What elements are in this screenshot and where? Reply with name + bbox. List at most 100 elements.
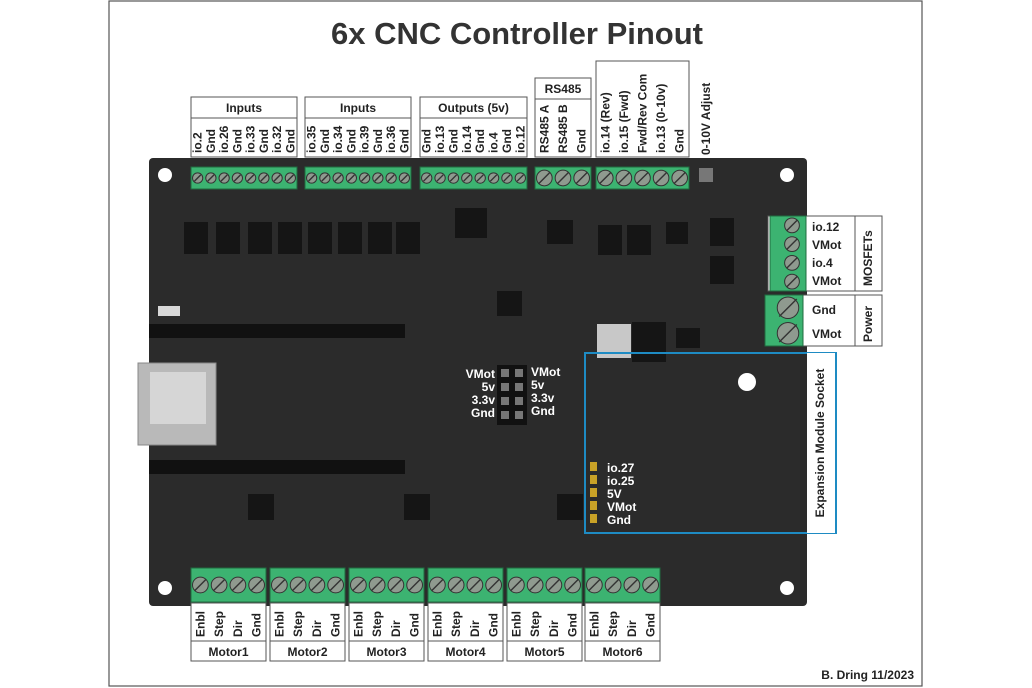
pin-label: Gnd (575, 129, 589, 153)
terminal-screw[interactable] (784, 217, 800, 234)
terminal-screw[interactable] (245, 172, 257, 184)
terminal-screw[interactable] (289, 576, 307, 594)
terminal-screw[interactable] (421, 172, 433, 184)
terminal-screw[interactable] (372, 172, 384, 184)
terminal-screw[interactable] (319, 172, 331, 184)
terminal-screw[interactable] (434, 172, 446, 184)
terminal-screw[interactable] (526, 576, 544, 594)
connector-group-title: Inputs (226, 101, 262, 115)
terminal-screw[interactable] (205, 172, 217, 184)
ic-chip (666, 222, 688, 244)
motor-pin-label: Step (212, 611, 226, 637)
mosfet-chip (710, 256, 734, 284)
terminal-screw[interactable] (306, 172, 318, 184)
terminal-screw[interactable] (447, 172, 460, 184)
terminal-screw[interactable] (487, 172, 500, 184)
terminal-screw[interactable] (586, 576, 603, 594)
terminal-screw[interactable] (784, 255, 800, 271)
terminal-screw[interactable] (652, 169, 670, 187)
terminal-screw[interactable] (429, 576, 446, 594)
terminal-screw[interactable] (623, 576, 641, 594)
motor-pin-label: Gnd (487, 613, 501, 637)
mount-hole (780, 581, 794, 595)
led (158, 306, 180, 316)
terminal-screw[interactable] (229, 576, 247, 594)
terminal-screw[interactable] (776, 296, 800, 319)
driver-chip (557, 494, 583, 520)
pin-label: io.14 (460, 125, 474, 153)
terminal-screw[interactable] (350, 576, 367, 594)
terminal-screw[interactable] (192, 172, 204, 184)
terminal-screw[interactable] (284, 172, 296, 184)
terminal-screw[interactable] (466, 576, 484, 594)
terminal-screw[interactable] (308, 576, 326, 594)
terminal-screw[interactable] (545, 576, 563, 594)
terminal-screw[interactable] (485, 576, 502, 594)
mount-hole (780, 168, 794, 182)
terminal-screw[interactable] (501, 172, 513, 184)
motor-pin-label: Dir (547, 620, 561, 637)
terminal-screw[interactable] (604, 576, 622, 594)
terminal-screw[interactable] (642, 576, 659, 594)
expansion-pin-label: Gnd (607, 513, 631, 527)
terminal-screw[interactable] (368, 576, 386, 594)
pin-label: io.13 (0-10v) (654, 84, 668, 153)
terminal-screw[interactable] (634, 169, 651, 187)
terminal-screw[interactable] (784, 236, 800, 252)
pin-label: Gnd (318, 129, 332, 153)
pin-label: Gnd (420, 129, 434, 153)
terminal-screw[interactable] (536, 169, 553, 187)
terminal-screw[interactable] (385, 172, 397, 184)
top-connector-label-box (595, 60, 690, 158)
terminal-screw[interactable] (327, 576, 344, 594)
expansion-pin-label: 5V (607, 487, 622, 501)
pin-label: io.15 (Fwd) (617, 90, 631, 153)
terminal-screw[interactable] (192, 576, 209, 594)
terminal-screw[interactable] (447, 576, 465, 594)
potentiometer[interactable] (699, 168, 713, 182)
motor-name-label: Motor6 (603, 645, 643, 659)
terminal-screw[interactable] (210, 576, 228, 594)
terminal-screw[interactable] (218, 172, 230, 184)
diagram-title: 6x CNC Controller Pinout (331, 16, 703, 51)
terminal-screw[interactable] (573, 169, 591, 187)
motor-pin-label: Dir (625, 620, 639, 637)
circuit-board (149, 158, 807, 606)
power-pin-label: VMot (812, 327, 841, 341)
terminal-screw[interactable] (784, 273, 800, 290)
terminal-screw[interactable] (398, 172, 410, 184)
terminal-screw[interactable] (345, 172, 357, 184)
terminal-screw[interactable] (671, 169, 689, 187)
top-terminal-block (304, 166, 412, 190)
terminal-screw[interactable] (564, 576, 581, 594)
terminal-screw[interactable] (406, 576, 423, 594)
header-pin-label: 5v (482, 380, 496, 394)
terminal-screw[interactable] (776, 322, 800, 345)
expansion-pin-label: io.25 (607, 474, 635, 488)
terminal-screw[interactable] (461, 172, 473, 184)
terminal-screw[interactable] (271, 172, 283, 184)
terminal-screw[interactable] (271, 576, 288, 594)
mosfet-pin-label: VMot (812, 238, 841, 252)
pin-label: Gnd (397, 129, 411, 153)
terminal-screw[interactable] (615, 169, 633, 187)
terminal-screw[interactable] (554, 169, 572, 187)
terminal-screw[interactable] (231, 172, 243, 184)
terminal-screw[interactable] (597, 169, 614, 187)
mount-hole (738, 373, 756, 391)
mount-hole (158, 581, 172, 595)
driver-chip (404, 494, 430, 520)
terminal-screw[interactable] (258, 172, 270, 184)
power-group-title: Power (861, 306, 875, 342)
terminal-screw[interactable] (248, 576, 265, 594)
expansion-pin-label: VMot (607, 500, 636, 514)
terminal-screw[interactable] (387, 576, 405, 594)
terminal-screw[interactable] (359, 172, 371, 184)
terminal-screw[interactable] (508, 576, 525, 594)
motor-pin-label: Gnd (644, 613, 658, 637)
pin-label: RS485 B (556, 104, 570, 153)
header-pin-label: 3.3v (531, 391, 555, 405)
terminal-screw[interactable] (474, 172, 486, 184)
terminal-screw[interactable] (514, 172, 526, 184)
terminal-screw[interactable] (332, 172, 344, 184)
